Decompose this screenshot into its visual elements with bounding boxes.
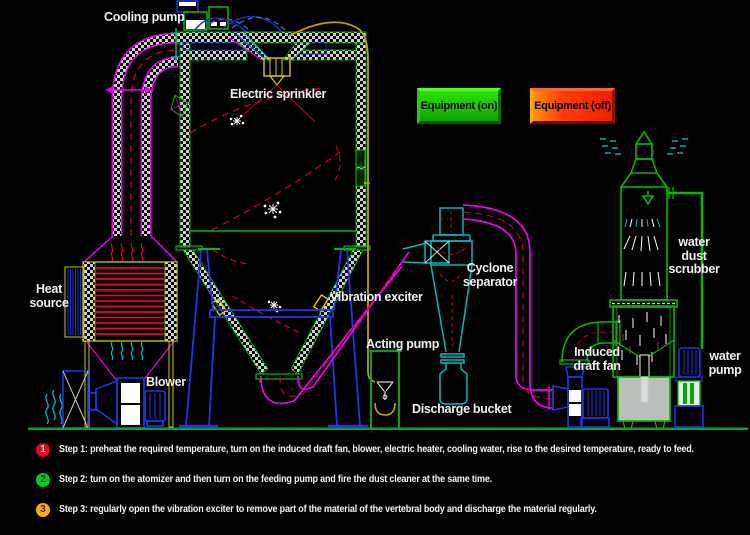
step-3-text: Step 3: regularly open the vibration exc…: [59, 504, 597, 515]
equipment-off-button[interactable]: Equipment (off): [530, 88, 615, 124]
particle-burst-icon: [229, 114, 282, 313]
heat-source-label: Heat source: [29, 282, 69, 310]
air-waves-icon: [45, 389, 63, 425]
process-diagram: [28, 0, 748, 430]
blower-unit: [45, 370, 166, 429]
step-row-2: 2 Step 2: turn on the atomizer and then …: [36, 473, 540, 487]
acting-pump-label: Acting pump: [366, 337, 440, 351]
step-2-text: Step 2: turn on the atomizer and then tu…: [59, 474, 492, 485]
steam-icon: [600, 138, 688, 155]
support-frame: [179, 248, 368, 428]
heat-waves-icon: [110, 242, 144, 262]
fan-outlet-elbow: [559, 320, 621, 365]
scrubber-water-pipe: [668, 187, 704, 349]
water-pump-unit: [674, 347, 704, 428]
drying-chamber: [170, 28, 371, 383]
electric-sprinkler-unit: [228, 31, 291, 86]
acting-pump-unit: [368, 350, 402, 428]
water-pump-label: water pump: [708, 349, 742, 377]
heater-elements: [96, 267, 164, 335]
discharge-bucket-label: Discharge bucket: [412, 402, 512, 416]
water-tank: [617, 376, 671, 430]
heat-source-unit: [64, 242, 178, 428]
cooling-pump-label: Cooling pump: [104, 10, 185, 24]
step-1-badge: 1: [36, 443, 50, 457]
product-pipe-chamber-to-cyclone: [260, 251, 410, 405]
water-dust-scrubber-label: water dust scrubber: [668, 235, 720, 276]
intake-pipe: [83, 32, 179, 263]
induced-draft-fan-unit: [552, 366, 610, 428]
spray-particles: [189, 84, 341, 335]
product-pipe-cyclone-to-fan: [462, 204, 554, 410]
step-row-1: 1 Step 1: preheat the required temperatu…: [36, 443, 750, 457]
cooling-pump-unit: [176, 0, 229, 31]
flow-arrow-icon: [106, 86, 152, 94]
step-3-badge: 3: [36, 503, 50, 517]
spray-lines: [623, 218, 661, 287]
air-waves-icon: [110, 341, 144, 361]
step-2-badge: 2: [36, 473, 50, 487]
electric-sprinkler-label: Electric sprinkler: [230, 87, 327, 101]
cyclone-unit: [402, 207, 473, 405]
vibration-exciter-label: Vibration exciter: [330, 290, 423, 304]
step-1-text: Step 1: preheat the required temperature…: [59, 444, 694, 455]
scrubber-unit: [600, 130, 688, 403]
blower-label: Blower: [146, 375, 186, 389]
step-row-3: 3 Step 3: regularly open the vibration e…: [36, 503, 656, 517]
feed-pipe: [288, 21, 376, 383]
induced-draft-fan-label: Induced draft fan: [573, 345, 621, 373]
cyclone-separator-label: Cyclone separator: [462, 261, 518, 289]
droplet-lines: [618, 312, 667, 365]
equipment-on-button[interactable]: Equipment (on): [417, 88, 501, 124]
